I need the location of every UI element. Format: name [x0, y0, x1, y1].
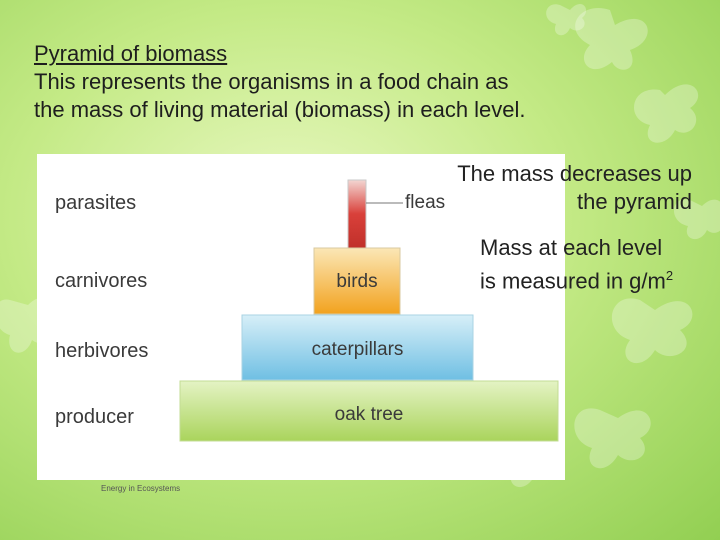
note-units-text: is measured in g/m: [480, 268, 666, 294]
level-label-parasites: parasites: [55, 192, 137, 214]
level-label-carnivores: carnivores: [55, 270, 148, 292]
note-units-line-1: Mass at each level: [480, 235, 663, 260]
level-label-producer: producer: [55, 406, 134, 428]
slide-heading: Pyramid of biomass This represents the o…: [34, 40, 674, 124]
heading-line-2: the mass of living material (biomass) in…: [34, 97, 526, 122]
block-label-caterpillars: caterpillars: [311, 339, 404, 360]
note-mass-units: Mass at each level is measured in g/m2: [480, 234, 710, 295]
level-label-herbivores: herbivores: [55, 340, 149, 362]
note-units-line-2: is measured in g/m2: [480, 262, 710, 295]
block-label-birds: birds: [336, 271, 378, 292]
fleas-block: [347, 179, 367, 249]
biomass-pyramid-figure: parasites carnivores herbivores producer…: [37, 154, 565, 493]
slide-title: Pyramid of biomass: [34, 41, 228, 66]
oak-tree-block: [179, 380, 559, 442]
note-mass-decreases: The mass decreases up the pyramid: [457, 161, 692, 214]
block-label-fleas: fleas: [405, 192, 446, 213]
block-label-oak-tree: oak tree: [334, 404, 404, 425]
birds-block: [313, 247, 401, 315]
heading-line-1: This represents the organisms in a food …: [34, 69, 509, 94]
figure-caption: Energy in Ecosystems: [101, 484, 181, 493]
pyramid-drawing: [179, 179, 559, 442]
note-units-exponent: 2: [665, 268, 674, 283]
caterpillars-block: [241, 314, 474, 381]
